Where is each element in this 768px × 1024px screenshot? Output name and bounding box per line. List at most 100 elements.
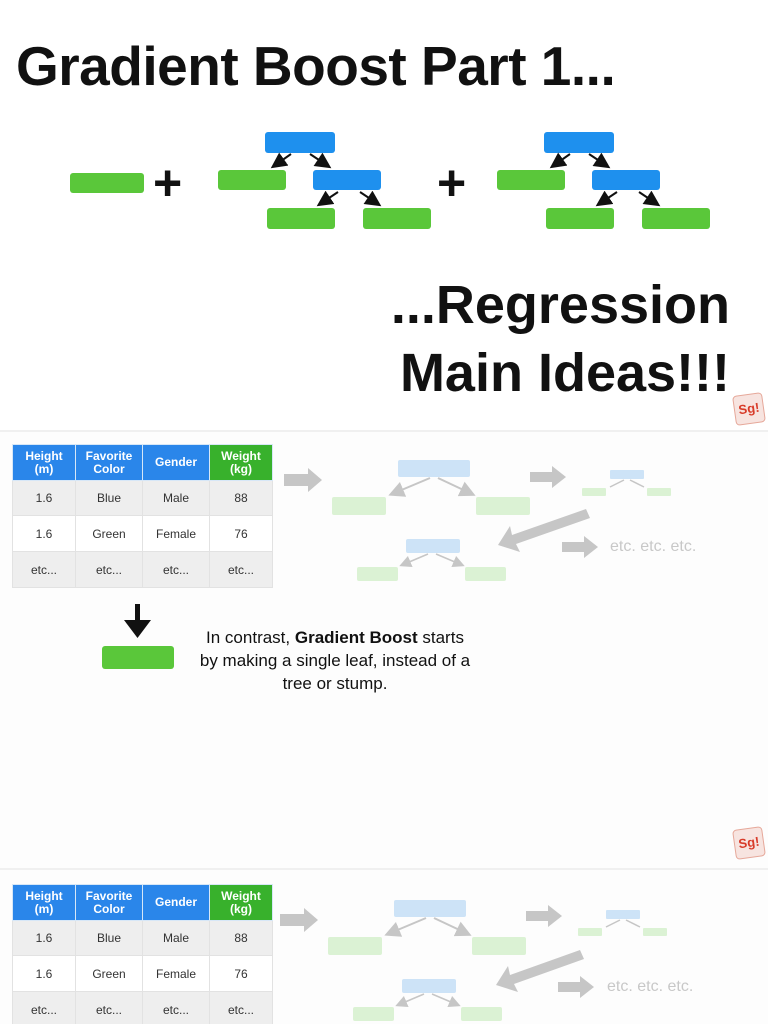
subtitle-line-1: ...Regression	[390, 275, 730, 335]
faded-leaf	[461, 1007, 502, 1021]
table-cell: Green	[75, 955, 143, 992]
description-text: In contrast, Gradient Boost starts by ma…	[196, 626, 474, 695]
tree1-inner-arrow-left	[316, 190, 339, 207]
etc-label: etc. etc. etc.	[607, 978, 694, 995]
tree1-root-node	[265, 132, 335, 153]
faded-leaf	[643, 928, 667, 936]
faded-arrow-right-2	[530, 466, 566, 488]
header-favorite-color: Favorite Color	[75, 884, 143, 921]
faded-arrow-right-1	[284, 468, 322, 492]
table-row: 1.6 Blue Male 88	[12, 480, 273, 516]
title-slide-panel: Gradient Boost Part 1... + + ...Regressi…	[0, 0, 768, 430]
plus-sign-2: +	[437, 155, 467, 211]
table-cell: 88	[209, 480, 273, 516]
faded-leaf	[647, 488, 671, 496]
description-prefix: In contrast,	[206, 628, 295, 647]
table-cell: 1.6	[12, 515, 76, 552]
data-table: Height (m) Favorite Color Gender Weight …	[12, 444, 273, 588]
channel-logo: Sg!	[732, 392, 766, 426]
description-bold: Gradient Boost	[294, 628, 418, 647]
table-cell: etc...	[209, 991, 273, 1024]
faded-root-node	[394, 900, 466, 917]
tree-arrows	[270, 152, 661, 207]
faded-arrow-right-2	[526, 905, 562, 927]
data-table: Height (m) Favorite Color Gender Weight …	[12, 884, 273, 1024]
header-weight: Weight (kg)	[209, 444, 273, 481]
plus-sign-1: +	[153, 155, 183, 211]
faded-leaf	[578, 928, 602, 936]
faded-tree-diagram	[284, 460, 671, 581]
faded-tree-diagram	[280, 900, 667, 1021]
table-cell: Female	[142, 515, 210, 552]
repeat-slide-panel: Height (m) Favorite Color Gender Weight …	[0, 870, 768, 1024]
tree1-left-leaf	[218, 170, 286, 190]
faded-root-node	[398, 460, 470, 477]
faded-arrow-right-3	[562, 536, 598, 558]
table-row: 1.6 Green Female 76	[12, 515, 273, 552]
table-cell: etc...	[209, 551, 273, 588]
faded-root-node	[610, 470, 644, 479]
table-cell: etc...	[12, 991, 76, 1024]
header-gender: Gender	[142, 444, 210, 481]
tree2-leaf-4	[642, 208, 710, 229]
table-row: 1.6 Green Female 76	[12, 955, 273, 992]
tree1-arrow-left	[270, 152, 292, 169]
subtitle-line-2: Main Ideas!!!	[399, 343, 730, 403]
tree2-inner-arrow-left	[595, 190, 618, 207]
faded-leaf	[476, 497, 530, 515]
table-row: etc... etc... etc... etc...	[12, 551, 273, 588]
faded-root-node	[406, 539, 460, 553]
table-cell: Female	[142, 955, 210, 992]
table-cell: etc...	[75, 551, 143, 588]
etc-label: etc. etc. etc.	[610, 538, 697, 555]
description-rest: starts by making a single leaf, instead …	[199, 628, 471, 693]
faded-leaf	[472, 937, 526, 955]
tree1-arrow-right	[309, 152, 332, 169]
faded-root-node	[402, 979, 456, 993]
tree2-left-leaf	[497, 170, 565, 190]
faded-leaf	[582, 488, 606, 496]
header-favorite-color: Favorite Color	[75, 444, 143, 481]
faded-leaf	[328, 937, 382, 955]
table-cell: 1.6	[12, 920, 76, 956]
table-cell: etc...	[75, 991, 143, 1024]
table-cell: Male	[142, 480, 210, 516]
faded-leaf	[357, 567, 398, 581]
faded-leaf	[465, 567, 506, 581]
table-cell: 88	[209, 920, 273, 956]
initial-leaf	[70, 173, 144, 193]
table-cell: Male	[142, 920, 210, 956]
table-row: 1.6 Blue Male 88	[12, 920, 273, 956]
table-row: etc... etc... etc... etc...	[12, 991, 273, 1024]
table-cell: Blue	[75, 920, 143, 956]
tree1-leaf-4	[363, 208, 431, 229]
single-leaf	[102, 646, 174, 669]
header-weight: Weight (kg)	[209, 884, 273, 921]
tree2-inner-arrow-right	[638, 190, 661, 207]
tree1-inner-arrow-right	[359, 190, 382, 207]
slide-title: Gradient Boost Part 1...	[16, 35, 616, 97]
tree2-leaf-3	[546, 208, 614, 229]
table-cell: Blue	[75, 480, 143, 516]
table-cell: etc...	[142, 551, 210, 588]
faded-leaf	[353, 1007, 394, 1021]
table-cell: etc...	[12, 551, 76, 588]
tree1-leaf-3	[267, 208, 335, 229]
tree2-root-node	[544, 132, 614, 153]
table-cell: Green	[75, 515, 143, 552]
slide-separator-2	[0, 868, 768, 870]
channel-logo: Sg!	[732, 826, 766, 860]
faded-root-node	[606, 910, 640, 919]
faded-arrow-right-3	[558, 976, 594, 998]
faded-arrow-right-1	[280, 908, 318, 932]
header-height: Height (m)	[12, 884, 76, 921]
header-gender: Gender	[142, 884, 210, 921]
header-height: Height (m)	[12, 444, 76, 481]
tree2-inner-node	[592, 170, 660, 190]
faded-leaf	[332, 497, 386, 515]
faded-arrow-diagonal	[496, 950, 584, 992]
tree2-arrow-left	[549, 152, 571, 169]
tree1-inner-node	[313, 170, 381, 190]
table-cell: 76	[209, 955, 273, 992]
table-cell: 1.6	[12, 480, 76, 516]
